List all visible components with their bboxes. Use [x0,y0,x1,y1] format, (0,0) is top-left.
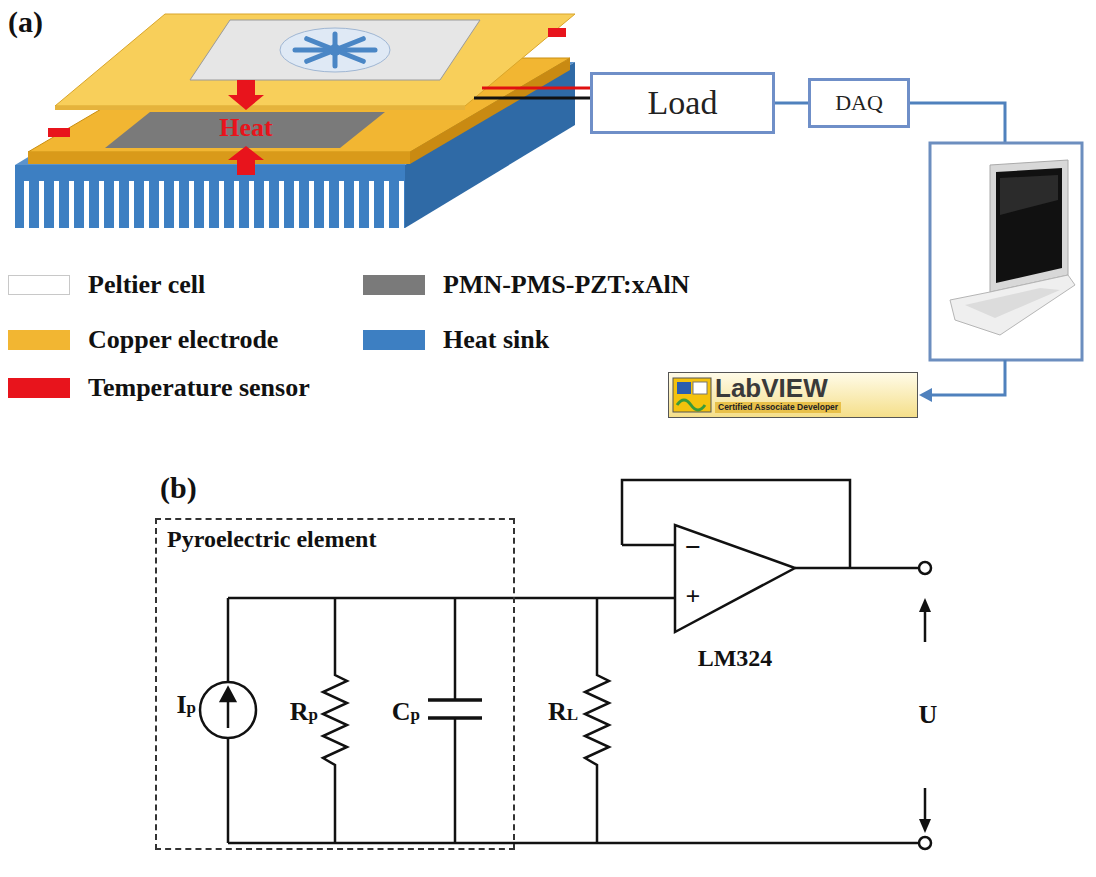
circuit [228,842,919,845]
circuit [919,837,931,849]
laptop-to-labview-arrow [919,388,932,402]
daq-to-laptop-wire [910,103,1005,143]
capacitor-label: Cp [392,699,420,725]
circuit [221,688,235,701]
circuit [924,788,927,821]
circuit [454,718,457,843]
legend-swatch [8,378,70,398]
labview-icon [677,400,705,410]
output-wires [474,88,590,98]
circuit [919,562,931,574]
legend-label: Heat sink [443,325,549,355]
temperature-sensor [48,28,566,137]
peltier-cell [295,34,375,66]
temperature-sensor [48,128,70,137]
copper-electrode-lower [28,152,410,164]
noninverting-input-sign: + [686,584,701,610]
labview-icon [693,382,707,394]
labview-wordmark: LabVIEW [715,374,828,402]
legend-swatch [363,330,425,350]
legend-swatch [8,330,70,350]
laptop [1000,175,1058,215]
labview-icon [677,382,691,394]
circuit [585,598,609,843]
pyroelectric-sample [105,112,385,148]
peltier-cell [190,20,480,80]
temperature-sensor [548,28,566,37]
load-box: Load [590,72,775,134]
connector-line [775,102,808,105]
laptop [950,275,1075,335]
output-wires [482,87,590,90]
heat-sink [15,165,405,181]
laptop-to-labview-arrow [930,360,1005,395]
pyroelectric-element-heading: Pyroelectric element [167,526,376,553]
legend-entry: Heat sink [363,325,549,355]
circuit [227,598,230,682]
circuit [323,598,347,843]
circuit [924,610,927,642]
circuit [228,597,675,600]
peltier-cell [190,20,480,80]
circuit [622,480,850,568]
panel-label: (b) [160,473,197,503]
circuit [675,525,795,632]
heat-arrows [228,80,264,110]
circuit [227,738,230,843]
legend-label: Temperature sensor [88,373,310,403]
circuit [227,698,230,728]
laptop-to-labview-arrow [919,360,1005,402]
heat-arrows [228,146,264,175]
load-resistor-label: RL [548,699,578,725]
resistor-label: Rp [290,699,318,725]
circuit [622,544,675,547]
daq-to-laptop-wire [910,103,1005,143]
copper-electrode-upper [55,14,575,110]
certification-text: Certified Associate Developer [715,402,841,413]
inverting-input-sign: − [685,533,701,561]
circuit [795,567,919,570]
legend-entry: Copper electrode [8,325,278,355]
legend-entry: Peltier cell [8,270,205,300]
copper-electrode-upper [55,14,575,106]
legend-entry: Temperature sensor [8,373,310,403]
laptop [990,160,1068,292]
circuit [428,698,482,702]
pyroelectric-element-box: Pyroelectric element [155,518,515,850]
heat-sink [15,181,405,228]
circuit [200,682,256,738]
legend-swatch [363,275,425,295]
laptop [930,143,1082,360]
legend-label: Copper electrode [88,325,278,355]
legend-label: Peltier cell [88,270,205,300]
peltier-cell [280,28,390,72]
laptop [965,288,1060,318]
heat-label: Heat [219,115,272,141]
legend-label: PMN-PMS-PZT:xAlN [443,270,689,300]
circuit [919,598,931,612]
voltage-label: U [919,702,938,728]
legend-swatch [8,275,70,295]
daq-label: DAQ [835,90,883,116]
laptop [930,143,1082,360]
laptop [996,168,1062,283]
load-label: Load [648,84,718,122]
peltier-cell [329,44,341,56]
output-wires [474,97,590,100]
pyroelectric-sample [105,112,385,148]
panel-label: (a) [8,7,43,37]
current-source-label: Ip [176,692,196,718]
daq-box: DAQ [808,78,910,128]
circuit [454,598,457,700]
copper-electrode-upper [55,106,465,110]
labview-icon [672,377,712,413]
circuit [919,819,931,833]
opamp-label: LM324 [698,646,773,670]
labview-icon [673,378,711,412]
legend-entry: PMN-PMS-PZT:xAlN [363,270,689,300]
